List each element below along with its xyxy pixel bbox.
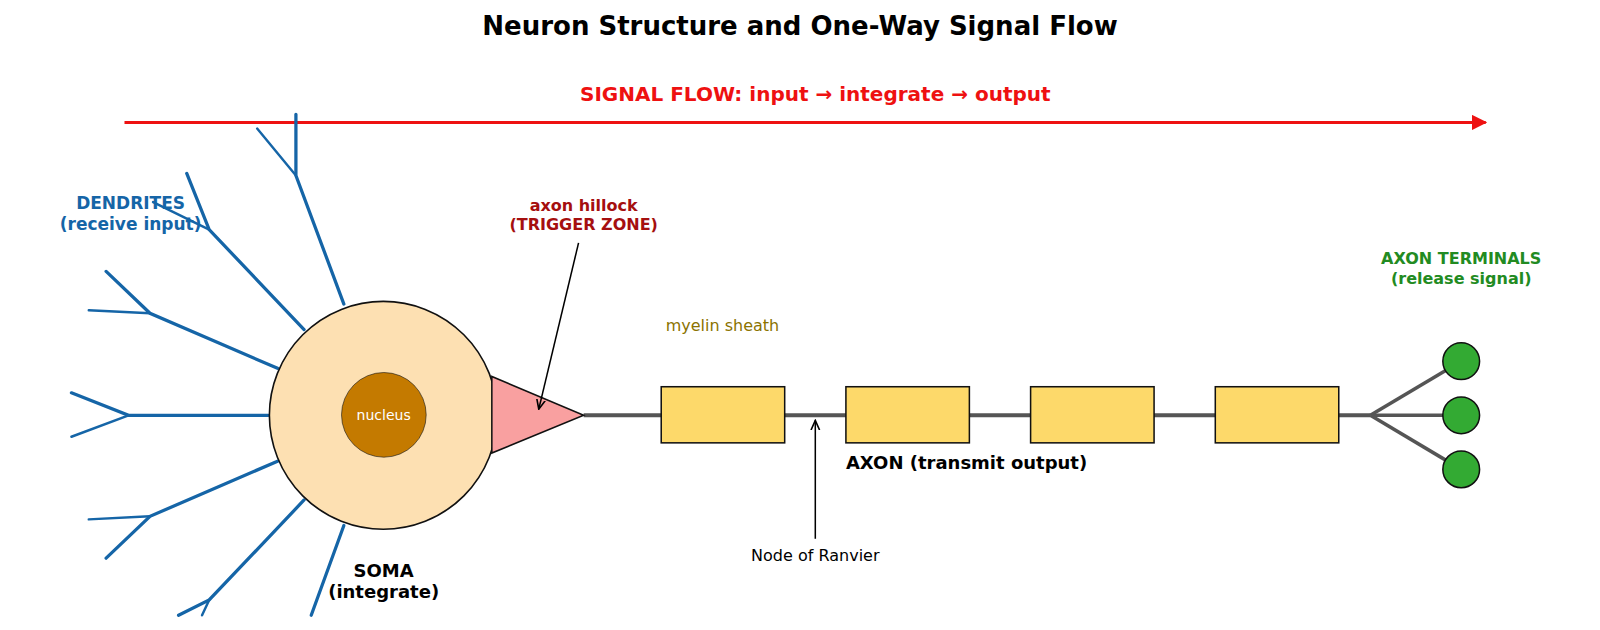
soma-circle: SOMA (integrate)nucleus <box>268 300 499 531</box>
dendrites-label: DENDRITES (receive input) <box>43 193 218 234</box>
ranvier-leader-arrow <box>815 420 817 538</box>
axon-terminal-branches <box>1370 361 1461 469</box>
axon-terminals <box>1443 343 1480 488</box>
soma-label: SOMA (integrate) <box>319 560 449 603</box>
signal-flow-arrow <box>124 121 1485 124</box>
node-of-ranvier-label: Node of Ranvier <box>751 547 879 566</box>
axon-hillock-label: axon hillock (TRIGGER ZONE) <box>496 196 671 234</box>
axon-terminals-label: AXON TERMINALS (release signal) <box>1369 249 1554 287</box>
signal-flow-label: SIGNAL FLOW: input → integrate → output <box>580 82 1051 106</box>
axon-hillock-triangle <box>492 377 584 454</box>
nucleus-label: nucleus <box>339 407 429 424</box>
hillock-leader-arrow <box>539 243 579 409</box>
axon-line <box>584 413 1371 417</box>
nucleus-circle: nucleus <box>341 372 427 458</box>
myelin-segments <box>661 387 1339 443</box>
axon-label: AXON (transmit output) <box>846 452 1087 474</box>
diagram-title: Neuron Structure and One-Way Signal Flow <box>482 11 1117 41</box>
myelin-sheath-label: myelin sheath <box>666 316 780 335</box>
